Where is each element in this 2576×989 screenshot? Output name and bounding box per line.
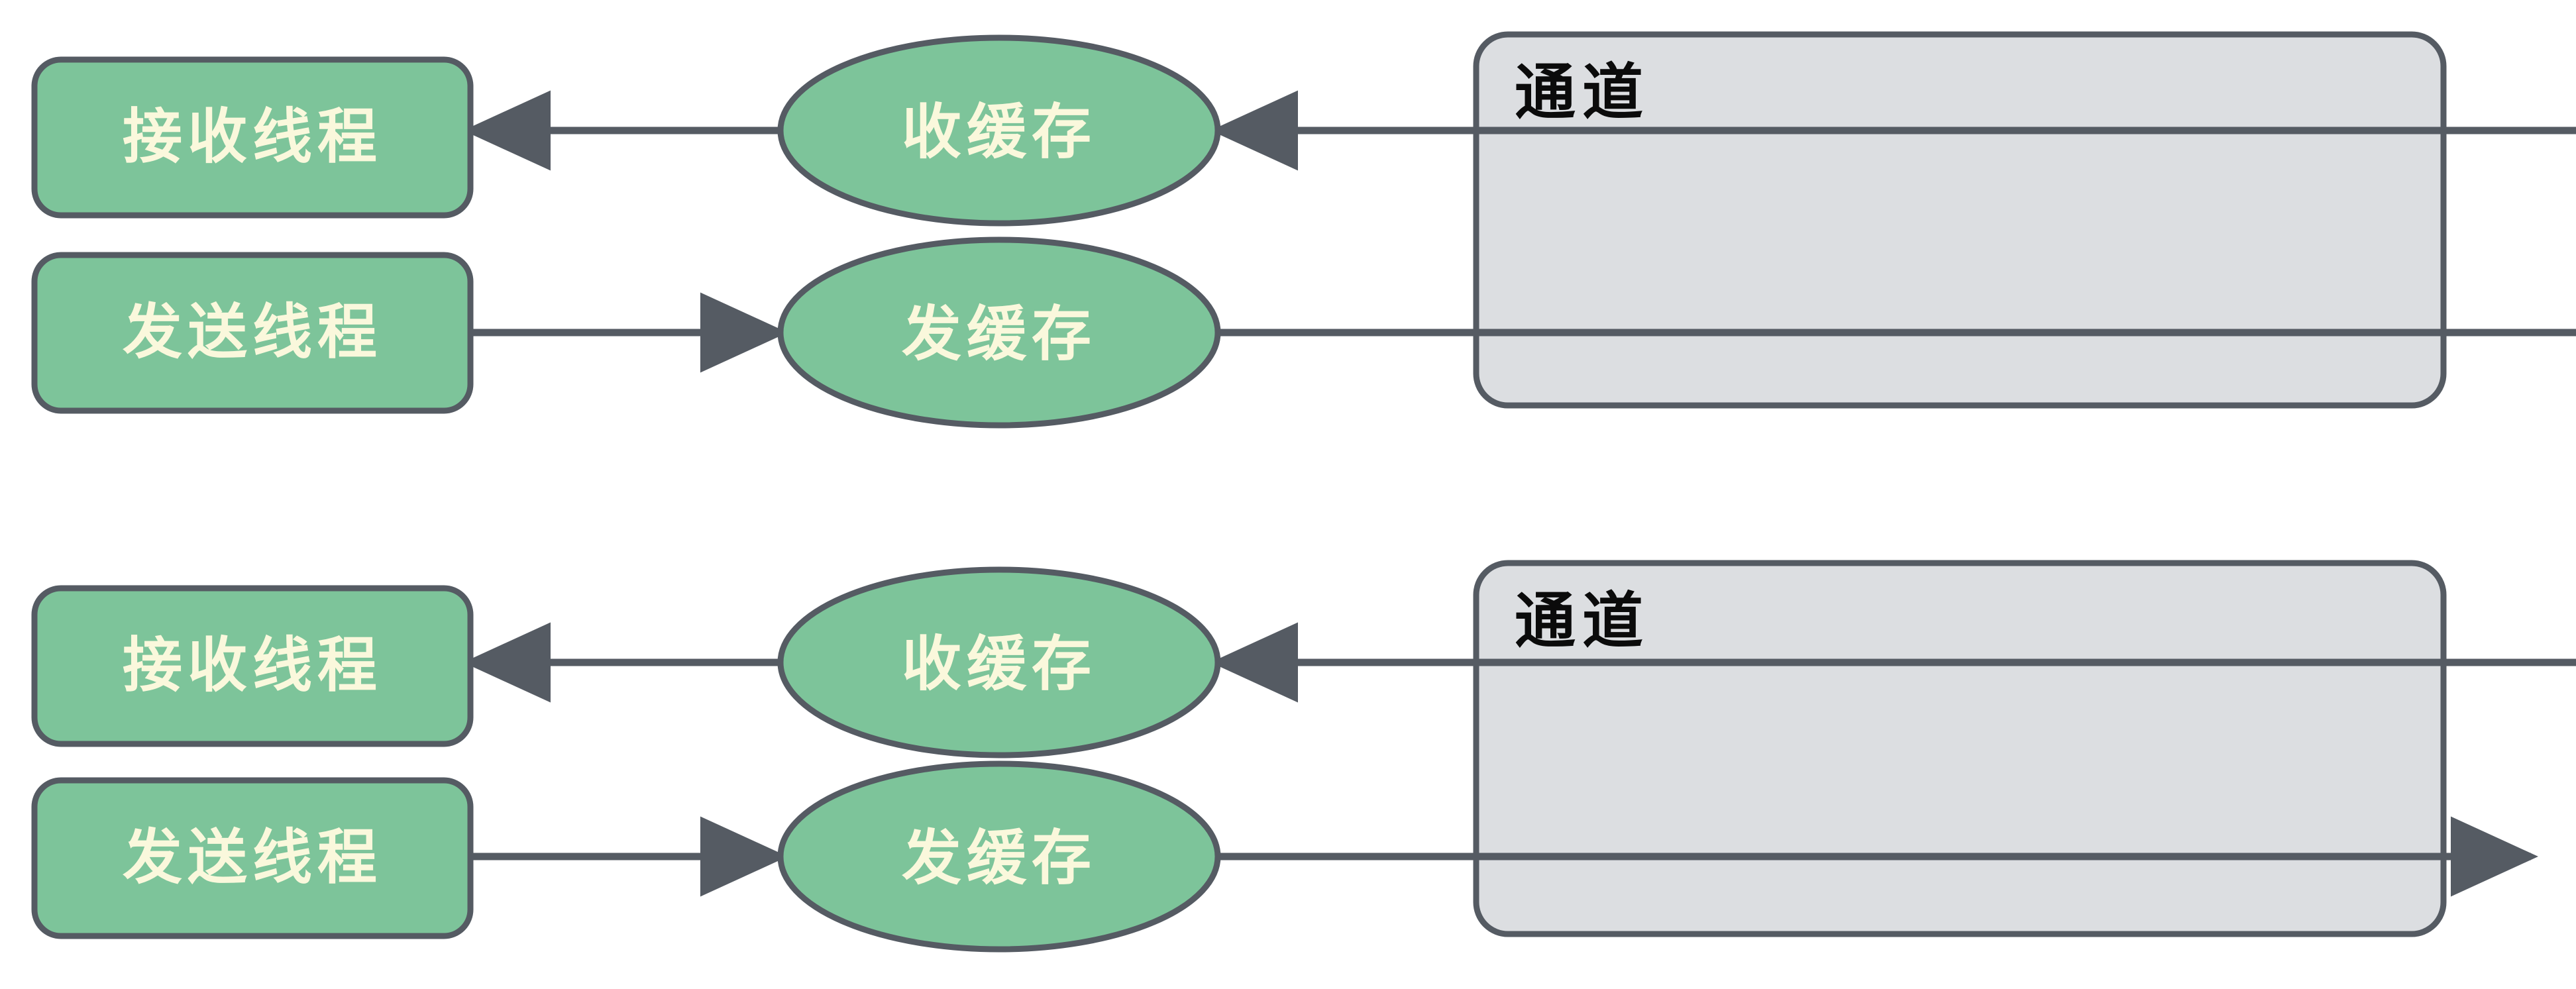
buffer-send-label: 发缓存 <box>902 301 1097 368</box>
thread-receive-top[interactable]: 接收线程 <box>31 56 474 219</box>
thread-send-rect[interactable] <box>31 777 474 939</box>
thread-send-label: 发送线程 <box>123 299 382 366</box>
buffer-send-label: 发缓存 <box>902 825 1097 892</box>
thread-send-rect[interactable] <box>31 252 474 414</box>
thread-send-label: 发送线程 <box>123 825 382 891</box>
buffer-receive-ellipse[interactable] <box>777 34 1221 227</box>
thread-send-bottom[interactable]: 发送线程 <box>31 777 474 939</box>
buffer-receive-ellipse[interactable] <box>777 566 1221 758</box>
channel-box-bottom[interactable]: 通道 <box>1473 560 2447 937</box>
channel-label: 通道 <box>1515 588 1650 655</box>
buffer-receive-bottom[interactable]: 收缓存 <box>777 566 1221 758</box>
channel-label: 通道 <box>1515 59 1650 127</box>
buffer-send-top[interactable]: 发缓存 <box>777 236 1221 429</box>
thread-receive-label: 接收线程 <box>123 104 382 170</box>
buffer-send-ellipse[interactable] <box>777 236 1221 429</box>
buffer-receive-label: 收缓存 <box>902 631 1097 698</box>
thread-receive-bottom[interactable]: 接收线程 <box>31 585 474 747</box>
buffer-receive-top[interactable]: 收缓存 <box>777 34 1221 227</box>
thread-receive-label: 接收线程 <box>123 633 382 699</box>
group-top: 通道 接收线程 发送线程 <box>31 31 2576 429</box>
thread-send-top[interactable]: 发送线程 <box>31 252 474 414</box>
channel-box-top[interactable]: 通道 <box>1473 31 2447 409</box>
thread-receive-rect[interactable] <box>31 56 474 219</box>
buffer-send-bottom[interactable]: 发缓存 <box>777 760 1221 953</box>
buffer-receive-label: 收缓存 <box>902 99 1097 166</box>
thread-receive-rect[interactable] <box>31 585 474 747</box>
buffer-send-ellipse[interactable] <box>777 760 1221 953</box>
group-bottom: 通道 接收线程 发送线程 <box>31 560 2576 953</box>
channel-rect[interactable] <box>1473 560 2447 937</box>
